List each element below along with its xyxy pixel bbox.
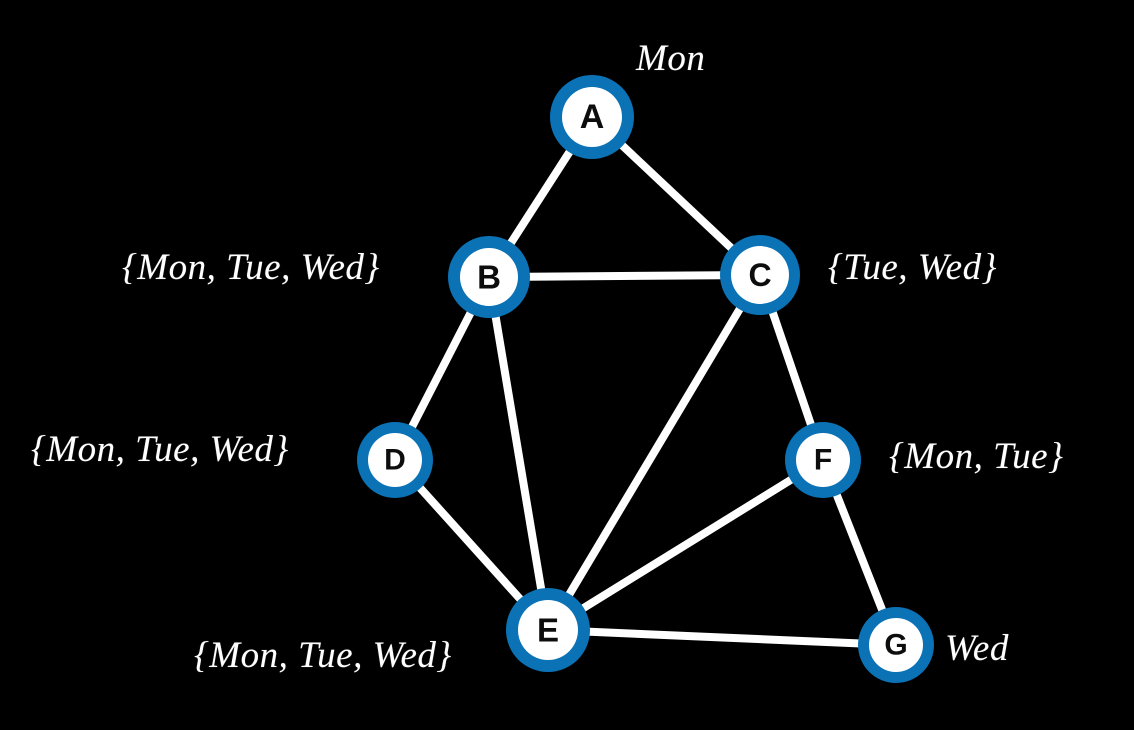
domain-label-a: Mon <box>636 38 706 79</box>
graph-edge-b-e <box>491 310 546 596</box>
graph-edge-b-c <box>522 271 728 281</box>
graph-node-b[interactable]: B <box>448 236 530 318</box>
domain-label-g: Wed <box>945 628 1009 669</box>
domain-label-e: {Mon, Tue, Wed} <box>194 635 452 676</box>
node-letter-g: G <box>884 629 907 662</box>
graph-edge-e-f <box>577 474 798 614</box>
graph-node-c[interactable]: C <box>720 235 800 315</box>
node-disc <box>518 600 578 660</box>
domain-label-c: {Tue, Wed} <box>828 247 997 288</box>
node-disc <box>368 433 422 487</box>
graph-edge-f-g <box>831 488 888 617</box>
node-disc <box>731 246 789 304</box>
domain-label-f: {Mon, Tue} <box>889 436 1064 477</box>
graph-node-g[interactable]: G <box>858 607 934 683</box>
domain-label-b: {Mon, Tue, Wed} <box>122 247 380 288</box>
graph-node-e[interactable]: E <box>506 588 590 672</box>
graph-node-a[interactable]: A <box>550 75 634 159</box>
node-disc <box>796 433 850 487</box>
node-letter-b: B <box>477 259 501 296</box>
edges-layer <box>406 139 888 648</box>
graph-node-f[interactable]: F <box>785 422 861 498</box>
graph-edge-d-e <box>414 482 526 606</box>
node-letter-c: C <box>748 257 771 293</box>
node-disc <box>460 248 518 306</box>
nodes-layer: A B C D E F G <box>357 75 934 683</box>
node-disc <box>562 87 622 147</box>
graph-edge-b-d <box>406 306 476 433</box>
node-disc <box>869 618 923 672</box>
node-letter-f: F <box>814 444 832 477</box>
domain-label-d: {Mon, Tue, Wed} <box>31 429 289 470</box>
node-letter-e: E <box>537 612 559 649</box>
graph-edge-a-b <box>505 145 575 250</box>
graph-edge-a-c <box>616 139 738 254</box>
node-letter-a: A <box>580 98 605 136</box>
graph-edge-c-e <box>563 302 746 601</box>
graph-edge-c-f <box>767 306 816 431</box>
graph-node-d[interactable]: D <box>357 422 433 498</box>
graph-edge-e-g <box>582 627 866 648</box>
node-letter-d: D <box>384 444 406 477</box>
